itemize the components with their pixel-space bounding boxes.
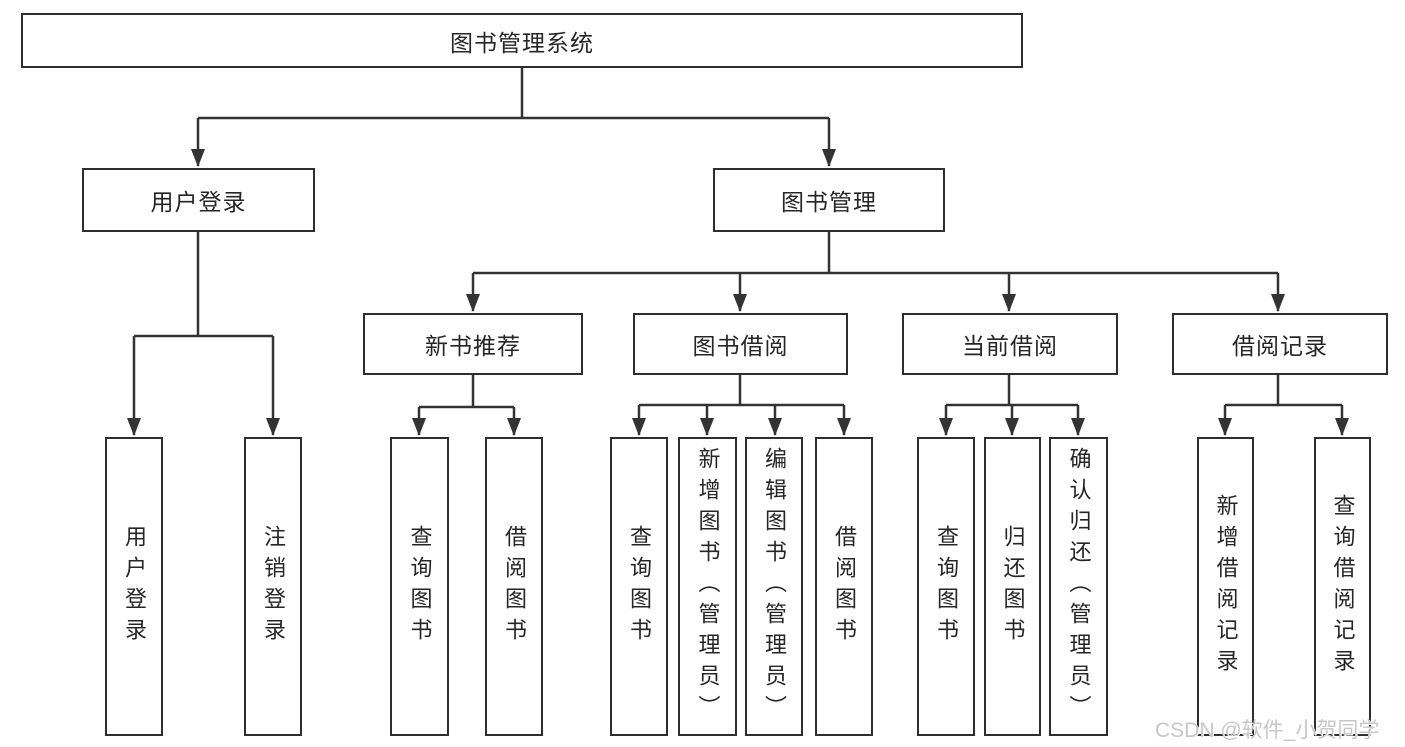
leaf-borrow-books-recommend: 借阅图书 — [485, 437, 543, 736]
leaf-confirm-return-admin: 确认归还（管理员） — [1049, 437, 1108, 736]
leaf-confirm-return-admin-label: 确认归还（管理员） — [1066, 447, 1092, 726]
leaf-return-books-label: 归还图书 — [1000, 524, 1026, 649]
node-root-system: 图书管理系统 — [21, 13, 1023, 68]
node-current-borrow: 当前借阅 — [902, 313, 1118, 375]
leaf-edit-books-admin: 编辑图书（管理员） — [745, 437, 803, 736]
leaf-query-books-current-label: 查询图书 — [934, 524, 959, 649]
node-book-management: 图书管理 — [713, 168, 945, 232]
leaf-query-books-recommend-label: 查询图书 — [407, 524, 433, 649]
node-borrow-records: 借阅记录 — [1172, 313, 1388, 375]
leaf-edit-books-admin-label: 编辑图书（管理员） — [762, 447, 787, 726]
leaf-add-borrow-record-label: 新增借阅记录 — [1213, 493, 1239, 680]
leaf-query-borrow-record: 查询借阅记录 — [1314, 437, 1371, 736]
leaf-add-books-admin-label: 新增图书（管理员） — [695, 447, 721, 726]
leaf-borrow-books: 借阅图书 — [815, 437, 873, 736]
leaf-add-borrow-record: 新增借阅记录 — [1197, 437, 1254, 736]
leaf-query-books-borrow-label: 查询图书 — [627, 524, 652, 649]
leaf-logout: 注销登录 — [244, 437, 302, 736]
csdn-watermark: CSDN @软件_小贺同学 — [1155, 719, 1380, 742]
leaf-query-books-borrow: 查询图书 — [610, 437, 668, 736]
leaf-logout-label: 注销登录 — [261, 524, 286, 649]
node-new-book-recommend: 新书推荐 — [363, 313, 583, 375]
leaf-add-books-admin: 新增图书（管理员） — [678, 437, 737, 736]
node-book-borrow: 图书借阅 — [633, 313, 848, 375]
leaf-borrow-books-label: 借阅图书 — [832, 524, 857, 649]
leaf-user-login: 用户登录 — [105, 437, 163, 736]
leaf-borrow-books-recommend-label: 借阅图书 — [502, 524, 527, 649]
leaf-query-books-current: 查询图书 — [917, 437, 975, 736]
node-user-login: 用户登录 — [82, 168, 315, 232]
leaf-return-books: 归还图书 — [984, 437, 1041, 736]
leaf-user-login-label: 用户登录 — [122, 524, 147, 649]
leaf-query-books-recommend: 查询图书 — [390, 437, 449, 736]
leaf-query-borrow-record-label: 查询借阅记录 — [1330, 493, 1356, 680]
